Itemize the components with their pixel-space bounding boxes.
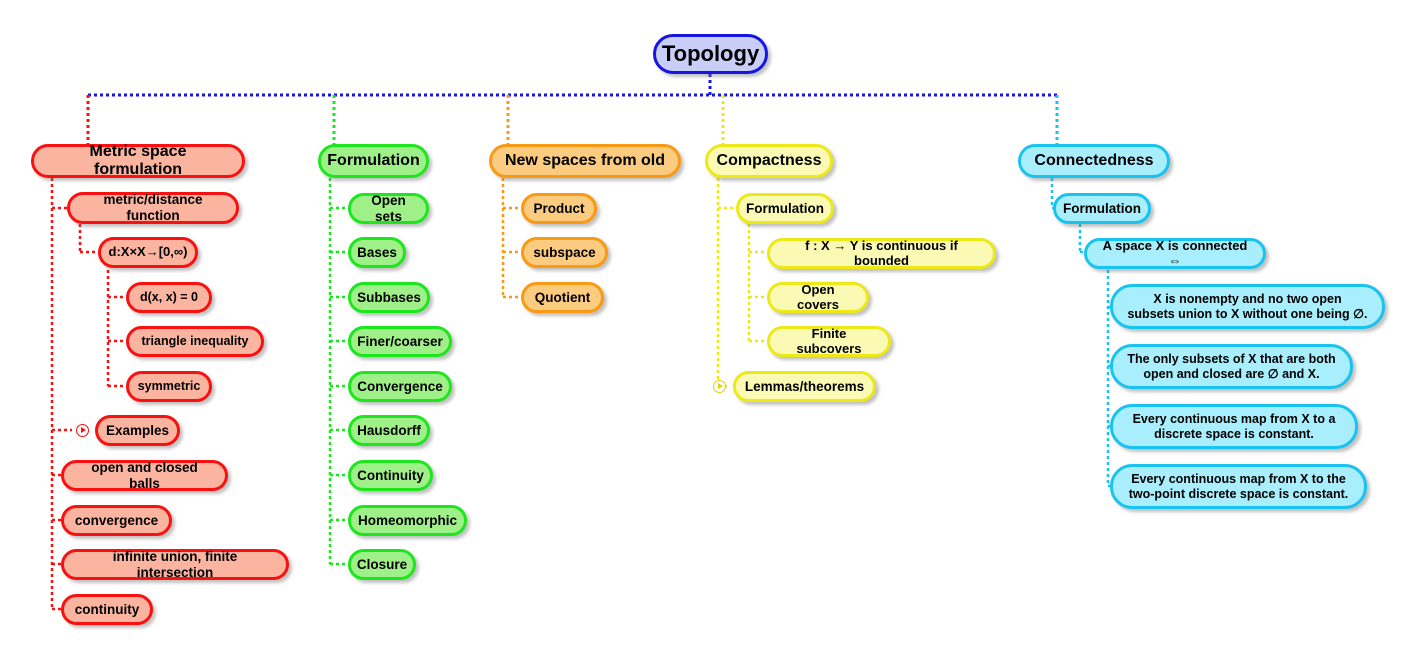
node-open-and-closed-balls[interactable]: open and closed balls (61, 460, 228, 491)
branch-node-connectedness[interactable]: Connectedness (1018, 144, 1170, 178)
expand-icon-lemmas-theorems[interactable] (713, 380, 726, 393)
node-finer-coarser[interactable]: Finer/coarser (348, 326, 452, 357)
node-homeomorphic[interactable]: Homeomorphic (348, 505, 467, 536)
node-map-to-discrete-space-constant[interactable]: Every continuous map from X to a discret… (1110, 404, 1358, 449)
node-triangle-inequality[interactable]: triangle inequality (126, 326, 264, 357)
node-continuity-metric[interactable]: continuity (61, 594, 153, 625)
node-label: d(x, x) = 0 (140, 290, 199, 305)
node-label: triangle inequality (141, 334, 249, 349)
node-bases[interactable]: Bases (348, 237, 406, 268)
node-label: Finite subcovers (796, 325, 862, 356)
branch-label-connectedness: Connectedness (1034, 151, 1154, 169)
node-label: symmetric (137, 379, 201, 394)
branch-node-compactness[interactable]: Compactness (705, 144, 833, 178)
node-open-sets[interactable]: Open sets (348, 193, 429, 224)
node-label: convergence (74, 512, 159, 528)
node-label: Subbases (357, 289, 421, 305)
node-label: Every continuous map from X to the two-p… (1128, 472, 1349, 501)
node-label: Quotient (534, 289, 591, 305)
node-connectedness-formulation[interactable]: Formulation (1053, 193, 1151, 224)
node-label: Every continuous map from X to a discret… (1132, 412, 1336, 441)
node-label: subspace (533, 244, 596, 260)
branch-node-new-spaces-from-old[interactable]: New spaces from old (489, 144, 681, 178)
node-label: f : X → Y is continuous if bounded (805, 237, 958, 268)
node-label: Closure (356, 556, 408, 572)
node-label: The only subsets of X that are both open… (1127, 352, 1336, 381)
node-closure[interactable]: Closure (348, 549, 416, 580)
node-label: Formulation (1063, 200, 1141, 216)
node-label: metric/distance function (103, 192, 203, 223)
node-label: continuity (74, 601, 140, 617)
node-label: Continuity (357, 467, 424, 483)
root-node-topology[interactable]: Topology (653, 34, 768, 74)
node-metric-domain-codomain[interactable]: d:X×X→[0,∞) (98, 237, 198, 268)
node-hausdorff[interactable]: Hausdorff (348, 415, 430, 446)
node-space-x-is-connected-iff[interactable]: A space X is connected ⇔ (1084, 238, 1266, 269)
node-only-clopen-subsets[interactable]: The only subsets of X that are both open… (1110, 344, 1353, 389)
node-product[interactable]: Product (521, 193, 597, 224)
node-label: Hausdorff (357, 422, 421, 438)
root-node-label: Topology (661, 41, 760, 67)
node-lemmas-theorems[interactable]: Lemmas/theorems (733, 371, 876, 402)
node-label: Formulation (746, 200, 824, 216)
node-d-x-x-zero[interactable]: d(x, x) = 0 (126, 282, 212, 313)
node-metric-distance-function[interactable]: metric/distance function (67, 192, 239, 224)
node-label: Bases (357, 244, 397, 260)
node-convergence-metric[interactable]: convergence (61, 505, 172, 536)
node-label: A space X is connected ⇔ (1102, 237, 1248, 268)
node-quotient[interactable]: Quotient (521, 282, 604, 313)
node-subspace[interactable]: subspace (521, 237, 608, 268)
node-finite-subcovers[interactable]: Finite subcovers (767, 326, 891, 357)
node-label: d:X×X→[0,∞) (108, 244, 188, 260)
node-label: Finer/coarser (357, 333, 443, 349)
branch-node-metric-space-formulation[interactable]: Metric space formulation (31, 142, 245, 178)
node-label: infinite union, finite intersection (112, 548, 238, 580)
node-label: Open sets (371, 192, 406, 224)
node-label: open and closed balls (91, 459, 198, 491)
node-label: Product (533, 200, 585, 216)
node-continuity-topology[interactable]: Continuity (348, 460, 433, 491)
node-convergence-topology[interactable]: Convergence (348, 371, 452, 402)
branch-label-metric: Metric space formulation (89, 142, 187, 178)
branch-label-compactness: Compactness (716, 151, 822, 169)
node-open-covers[interactable]: Open covers (767, 282, 869, 313)
node-examples[interactable]: Examples (95, 415, 180, 446)
node-infinite-union-finite-intersection[interactable]: infinite union, finite intersection (61, 549, 289, 580)
node-label: Convergence (357, 378, 443, 394)
branch-node-formulation[interactable]: Formulation (318, 144, 429, 178)
node-label: Examples (105, 422, 170, 438)
node-label: X is nonempty and no two open subsets un… (1127, 292, 1368, 321)
node-nonempty-no-two-open-subsets[interactable]: X is nonempty and no two open subsets un… (1110, 284, 1385, 329)
node-symmetric[interactable]: symmetric (126, 371, 212, 402)
node-label: Lemmas/theorems (744, 378, 865, 394)
node-continuous-if-bounded[interactable]: f : X → Y is continuous if bounded (767, 238, 996, 269)
expand-icon-examples[interactable] (76, 424, 89, 437)
node-label: Homeomorphic (358, 512, 458, 528)
node-map-to-two-point-discrete-constant[interactable]: Every continuous map from X to the two-p… (1110, 464, 1367, 509)
node-label: Open covers (797, 281, 839, 312)
branch-label-new-spaces: New spaces from old (504, 151, 666, 169)
node-compactness-formulation[interactable]: Formulation (736, 193, 834, 224)
branch-label-formulation: Formulation (327, 151, 420, 169)
node-subbases[interactable]: Subbases (348, 282, 430, 313)
